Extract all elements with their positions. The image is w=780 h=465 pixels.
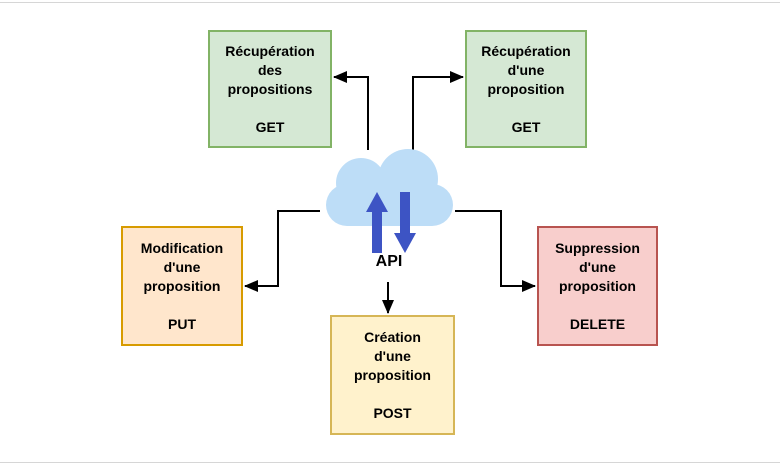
connector-get-propositions bbox=[333, 71, 369, 150]
upload-arrow-icon bbox=[366, 192, 388, 253]
cloud-icon bbox=[326, 149, 453, 226]
box-get-proposition-method: GET bbox=[511, 118, 541, 135]
box-get-proposition-label: Récupération d'une proposition bbox=[481, 42, 571, 97]
box-get-propositions-method: GET bbox=[255, 118, 285, 135]
box-post-proposition[interactable]: Création d'une proposition POST bbox=[330, 315, 455, 435]
connector-delete-proposition bbox=[455, 210, 536, 292]
box-put-proposition-label: Modification d'une proposition bbox=[140, 239, 224, 294]
box-post-proposition-label: Création d'une proposition bbox=[354, 328, 431, 383]
connector-put-proposition bbox=[244, 210, 320, 292]
box-put-proposition[interactable]: Modification d'une proposition PUT bbox=[121, 226, 243, 346]
box-delete-proposition-label: Suppression d'une proposition bbox=[555, 239, 640, 294]
box-post-proposition-method: POST bbox=[373, 404, 412, 421]
box-get-propositions[interactable]: Récupération des propositions GET bbox=[208, 30, 332, 148]
download-arrow-icon bbox=[394, 192, 416, 253]
box-get-propositions-label: Récupération des propositions bbox=[225, 42, 315, 97]
connector-get-proposition bbox=[412, 71, 464, 150]
box-get-proposition[interactable]: Récupération d'une proposition GET bbox=[465, 30, 587, 148]
box-put-proposition-method: PUT bbox=[168, 315, 196, 332]
bottom-border-line bbox=[0, 462, 780, 463]
api-label: API bbox=[375, 253, 403, 270]
box-delete-proposition[interactable]: Suppression d'une proposition DELETE bbox=[537, 226, 658, 346]
top-border-line bbox=[0, 2, 780, 3]
box-delete-proposition-method: DELETE bbox=[569, 315, 626, 332]
